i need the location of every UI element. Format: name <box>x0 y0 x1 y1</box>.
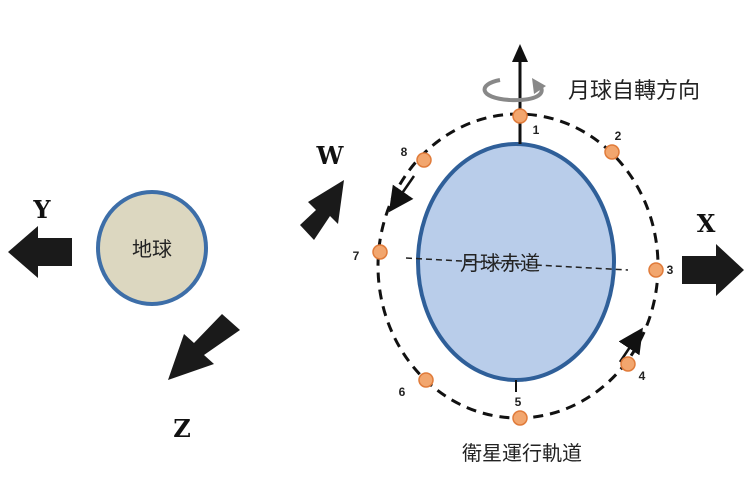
moon-rotation-axis: 月球自轉方向 <box>482 44 700 144</box>
w-arrow-shape <box>300 180 344 240</box>
w-axis-label: W <box>316 141 345 170</box>
x-arrow-shape <box>682 244 744 296</box>
moon-rotation-label: 月球自轉方向 <box>568 79 700 104</box>
satellite-point-4 <box>620 356 636 372</box>
moon-equator-label: 月球赤道 <box>460 251 540 275</box>
satellite-point-6 <box>418 372 434 388</box>
satellite-point-label-6: 6 <box>399 385 406 399</box>
satellite-point-label-2: 2 <box>615 129 622 143</box>
moon: 月球赤道 <box>405 142 629 392</box>
satellite-point-label-8: 8 <box>401 145 408 159</box>
rotation-direction-icon <box>482 78 544 103</box>
satellite-points: 1 2 3 4 5 6 7 8 <box>353 108 674 426</box>
z-axis-label: Z <box>173 414 191 443</box>
w-axis-arrow: W <box>300 141 345 240</box>
satellite-point-5 <box>512 410 528 426</box>
rotation-direction-arrowhead <box>532 78 546 94</box>
satellite-point-8 <box>416 152 432 168</box>
x-axis-label: X <box>697 209 716 238</box>
x-axis-arrow: X <box>682 209 744 296</box>
orbit-label: 衛星運行軌道 <box>462 441 582 465</box>
y-axis-arrow: Y <box>8 195 72 278</box>
orbit-direction-arrows <box>388 175 643 363</box>
moon-equator-line <box>405 257 629 271</box>
satellite-point-label-7: 7 <box>353 249 360 263</box>
satellite-point-1 <box>512 108 528 124</box>
satellite-point-label-5: 5 <box>515 395 522 409</box>
earth-circle <box>96 190 208 306</box>
earth-label: 地球 <box>132 237 172 261</box>
satellite-point-label-1: 1 <box>533 123 540 137</box>
rotation-axis-arrowhead <box>512 44 528 62</box>
satellite-point-label-3: 3 <box>667 263 674 277</box>
y-arrow-shape <box>8 226 72 278</box>
satellite-point-label-4: 4 <box>639 369 646 383</box>
satellite-point-3 <box>648 262 664 278</box>
z-arrow-shape <box>168 314 240 380</box>
orbit-arrow-lower-right <box>618 327 643 363</box>
satellite-point-2 <box>604 144 620 160</box>
satellite-point-7 <box>372 244 388 260</box>
y-axis-label: Y <box>32 195 51 224</box>
z-axis-arrow: Z <box>168 314 240 443</box>
orbit-arrow-upper-left <box>388 175 416 213</box>
earth: 地球 <box>96 190 208 306</box>
